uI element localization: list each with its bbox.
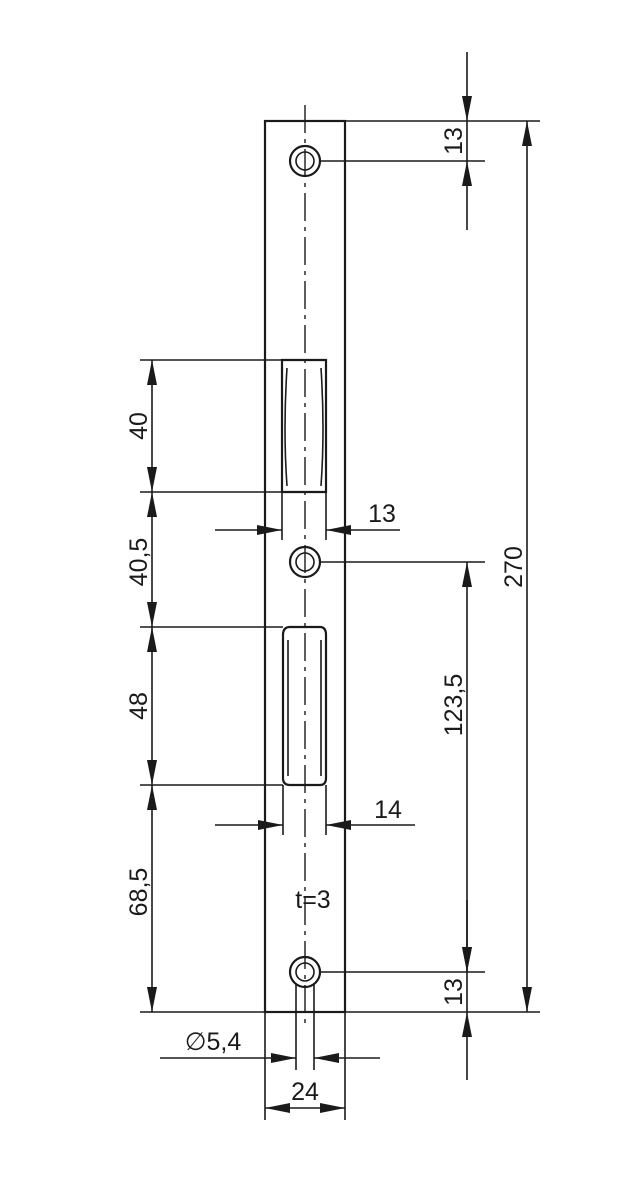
dim-slot-gap-40-5-text: 40,5 xyxy=(125,538,153,587)
dim-overall-270: 270 xyxy=(500,121,532,1012)
dim-bottom-68-5: 68,5 xyxy=(125,785,157,1012)
dim-bottom-13: 13 xyxy=(440,900,472,1080)
dim-lower-slot-width: 14 xyxy=(215,785,415,835)
dim-slot-gap-40-5: 40,5 xyxy=(125,492,157,627)
dim-upper-slot-40: 40 xyxy=(125,360,157,492)
dim-overall-270-text: 270 xyxy=(500,546,528,588)
dim-top-13-text: 13 xyxy=(440,127,468,155)
dim-lower-slot-width-text: 14 xyxy=(374,796,402,824)
dim-lower-slot-48: 48 xyxy=(125,627,157,785)
dim-bottom-68-5-text: 68,5 xyxy=(125,868,153,917)
dim-upper-slot-width: 13 xyxy=(215,492,400,540)
dim-upper-slot-width-text: 13 xyxy=(368,500,396,528)
dim-plate-width-text: 24 xyxy=(291,1078,319,1106)
dim-hole-spacing-text: 123,5 xyxy=(440,674,468,737)
upper-latch-slot xyxy=(280,358,328,494)
lower-latch-slot xyxy=(281,625,328,787)
dim-hole-diameter-text: ∅5,4 xyxy=(185,1028,242,1056)
dim-top-13: 13 xyxy=(440,52,472,230)
dim-plate-width: 24 xyxy=(264,1012,346,1120)
dim-lower-slot-48-text: 48 xyxy=(125,692,153,720)
dim-hole-diameter: ∅5,4 xyxy=(160,984,380,1070)
left-extension-lines xyxy=(140,359,283,1013)
dim-bottom-13-text: 13 xyxy=(440,978,468,1006)
right-extension-lines xyxy=(320,120,540,1013)
thickness-label: t=3 xyxy=(295,886,330,914)
dim-upper-slot-40-text: 40 xyxy=(125,412,153,440)
